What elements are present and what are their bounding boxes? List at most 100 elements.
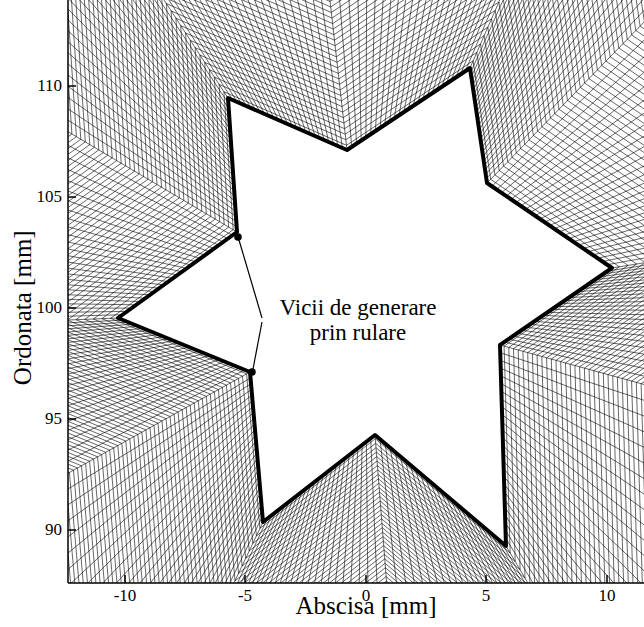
leader-line (253, 322, 262, 369)
mesh-ray (504, 476, 644, 583)
mesh-ray (486, 0, 644, 179)
mesh-ray (491, 533, 644, 583)
mesh-ray (68, 441, 256, 583)
mesh-ray (68, 459, 257, 584)
mesh-contour (68, 0, 644, 583)
mesh-ray (506, 0, 644, 196)
mesh-ray (68, 395, 252, 583)
tick-label: 105 (37, 188, 63, 207)
marker-dot (234, 233, 242, 241)
mesh-contour (68, 0, 644, 583)
mesh-ray (497, 0, 644, 189)
mesh-grid (68, 0, 644, 583)
mesh-ray (68, 315, 123, 330)
mesh-ray (484, 0, 644, 161)
mesh-ray (501, 361, 644, 482)
mesh-ray (68, 286, 141, 301)
mesh-ray (355, 445, 362, 583)
mesh-ray (79, 0, 278, 120)
mesh-ray (68, 320, 123, 348)
mesh-ray (569, 79, 644, 239)
mesh-contour (68, 0, 644, 583)
mesh-ray (68, 0, 228, 103)
mesh-ray (603, 196, 644, 274)
mesh-ray (68, 0, 229, 108)
mesh-ray (598, 144, 644, 259)
mesh-ray (505, 523, 644, 583)
mesh-contour (68, 0, 644, 583)
tick-label: 110 (37, 77, 62, 96)
mesh-ray (68, 101, 219, 245)
tick-label: -5 (238, 587, 252, 606)
mesh-ray (481, 0, 644, 139)
mesh-contour (68, 0, 644, 583)
mesh-ray (68, 188, 182, 272)
tick-mark (365, 575, 367, 583)
mesh-contour (68, 0, 644, 583)
tick-label: 100 (37, 299, 63, 318)
mesh-ray (511, 0, 644, 199)
mesh-ray (504, 461, 644, 583)
mesh-ray (501, 0, 644, 193)
mesh-ray (530, 0, 644, 212)
mesh-ray (71, 512, 276, 583)
callout-leaders (234, 233, 262, 376)
mesh-ray (486, 529, 644, 583)
mesh-contour (68, 0, 644, 583)
tick-mark (68, 529, 76, 531)
callout-text: Vicii de generare prin rulare (266, 295, 450, 346)
mesh-ray (68, 0, 229, 114)
mesh-contour (68, 0, 644, 583)
mesh-ray (509, 339, 644, 411)
mesh-ray (68, 335, 159, 396)
mesh-ray (556, 303, 644, 306)
mesh-ray (602, 154, 644, 261)
mesh-ray (68, 0, 230, 124)
mesh-ray (68, 351, 199, 451)
mesh-contour (68, 0, 644, 583)
mesh-contour (68, 0, 644, 583)
mesh-ray (375, 0, 399, 131)
tick-mark (68, 85, 76, 87)
leader-line (239, 240, 262, 318)
mesh-ray (371, 438, 384, 583)
mesh-ray (68, 384, 251, 558)
mesh-ray (480, 0, 644, 134)
tick-label: 95 (45, 410, 62, 429)
mesh-ray (291, 0, 343, 148)
mesh-ray (68, 412, 253, 583)
mesh-ray (68, 360, 220, 479)
mesh-ray (501, 542, 644, 583)
mesh-ray (68, 328, 143, 375)
mesh-ray (501, 368, 644, 506)
mesh-ray (506, 538, 644, 583)
mesh-contour (68, 0, 644, 583)
mesh-contour (68, 0, 644, 583)
mesh-ray (68, 308, 132, 309)
mesh-ray (68, 0, 234, 180)
mesh-ray (68, 464, 258, 583)
mesh-contour (68, 0, 644, 583)
mesh-contour (68, 0, 644, 583)
mesh-ray (492, 0, 644, 186)
mesh-ray (366, 442, 369, 583)
mesh-contour (68, 0, 644, 583)
mesh-contour (68, 0, 644, 583)
mesh-ray (521, 0, 644, 206)
mesh-ray (504, 469, 644, 583)
mesh-ray (68, 349, 194, 444)
mesh-ray (583, 111, 644, 248)
mesh-ray (68, 333, 154, 390)
mesh-ray (68, 339, 169, 410)
tick-mark (485, 575, 487, 583)
axes-frame (68, 0, 644, 583)
mesh-ray (578, 101, 644, 246)
mesh-ray (68, 453, 257, 583)
mesh-ray (68, 0, 233, 170)
mesh-ray (68, 499, 261, 583)
mesh-contour (68, 0, 644, 583)
mesh-contour (68, 0, 644, 583)
mesh-ray (506, 531, 644, 584)
mesh-ray (505, 515, 644, 583)
mesh-ray (68, 326, 138, 368)
